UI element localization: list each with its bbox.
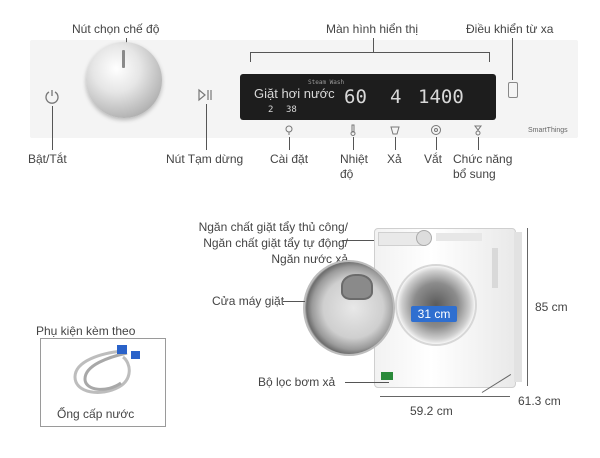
spin-icon	[431, 125, 441, 135]
display-program: Giặt hơi nước	[254, 86, 335, 101]
extra-button[interactable]	[472, 124, 484, 139]
washer-label-sticker	[492, 248, 498, 288]
settings-button[interactable]	[283, 124, 295, 139]
depth-label: 61.3 cm	[518, 394, 561, 408]
display-leader-h	[250, 52, 490, 53]
display-spin: 1400	[418, 86, 464, 108]
display-time-hours: 2	[268, 105, 274, 115]
extra-label: Chức năng bổ sung	[453, 152, 513, 181]
lcd-display: Steam Wash Giặt hơi nước 2 38 60 4 1400	[240, 74, 496, 120]
addwash-flap-icon	[341, 274, 373, 300]
display-leader-right	[489, 52, 490, 62]
rinse-icon	[390, 126, 400, 135]
play-pause-icon	[198, 88, 212, 102]
pause-leader	[206, 104, 207, 150]
thermometer-icon	[350, 124, 356, 136]
mode-dial-label: Nút chọn chế độ	[72, 22, 160, 36]
settings-icon	[285, 125, 293, 135]
washer-dial-icon	[416, 230, 432, 246]
remote-label: Điều khiển từ xa	[466, 22, 554, 36]
width-label: 59.2 cm	[410, 404, 453, 418]
remote-leader	[512, 38, 513, 80]
pause-label: Nút Tạm dừng	[166, 152, 244, 166]
pause-button[interactable]	[198, 88, 214, 102]
height-dim-line	[527, 228, 528, 386]
washer-door[interactable]	[303, 260, 395, 356]
filter-leader	[345, 382, 389, 383]
accessory-box: Ống cấp nước	[40, 338, 166, 427]
drum-size-badge: 31 cm	[411, 306, 457, 322]
spin-label: Vắt	[424, 152, 443, 166]
rinse-leader	[395, 137, 396, 150]
filter-label: Bộ lọc bơm xả	[258, 375, 336, 389]
height-label: 85 cm	[535, 300, 568, 314]
smartthings-text: SmartThings	[528, 127, 568, 134]
dial-marker-icon	[122, 50, 125, 68]
rinse-label: Xả	[387, 152, 402, 166]
power-button[interactable]	[44, 88, 60, 104]
extra-leader	[478, 137, 479, 150]
display-time-minutes: 38	[286, 105, 297, 115]
width-dim-line	[380, 396, 510, 397]
accessory-item-label: Ống cấp nước	[57, 407, 135, 421]
settings-leader	[289, 137, 290, 150]
temperature-label: Nhiệt độ	[340, 152, 369, 181]
filter-tag	[381, 372, 393, 380]
power-leader	[52, 106, 53, 150]
display-leader-v	[373, 38, 374, 52]
water-hose-icon	[73, 345, 140, 394]
remote-icon[interactable]	[508, 82, 518, 98]
detergent-leader	[342, 240, 388, 241]
display-leader-left	[250, 52, 251, 62]
power-icon	[45, 90, 59, 104]
display-rinse: 4	[390, 86, 402, 108]
washer-control-strip	[436, 233, 482, 241]
washer-side	[514, 232, 522, 382]
settings-label: Cài đặt	[270, 152, 309, 166]
washer-drum	[395, 264, 477, 346]
temperature-leader	[353, 137, 354, 150]
accessory-title: Phụ kiện kèm theo	[36, 324, 136, 338]
display-label: Màn hình hiển thị	[326, 22, 419, 36]
display-small-top: Steam Wash	[308, 79, 345, 86]
temperature-button[interactable]	[347, 124, 359, 139]
power-label: Bật/Tắt	[28, 152, 67, 166]
mode-dial[interactable]	[86, 42, 162, 118]
detergent-label: Ngăn chất giặt tẩy thủ công/ Ngăn chất g…	[198, 220, 348, 266]
door-label: Cửa máy giặt	[212, 294, 285, 308]
extra-function-icon	[474, 125, 482, 136]
door-leader	[283, 301, 305, 302]
spin-leader	[436, 137, 437, 150]
display-temp: 60	[344, 86, 367, 108]
spin-button[interactable]	[430, 124, 442, 139]
rinse-button[interactable]	[389, 124, 401, 139]
